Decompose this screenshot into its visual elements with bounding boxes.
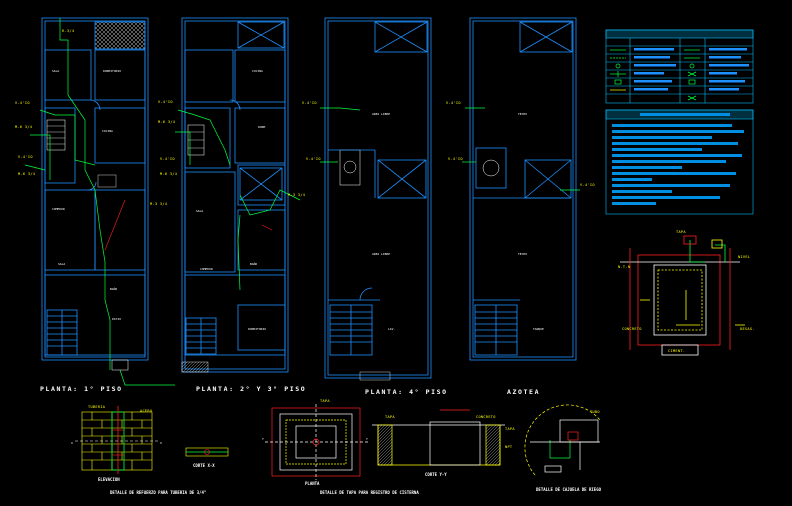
detail-title-cut-yy: CORTE Y-Y [425, 472, 447, 477]
svg-text:TUBERIA: TUBERIA [88, 405, 106, 409]
svg-text:TUBO: TUBO [590, 410, 600, 414]
svg-text:R-3/4: R-3/4 [62, 29, 74, 33]
floor-plan-4 [324, 17, 432, 381]
svg-text:V-4'IO: V-4'IO [580, 183, 595, 187]
svg-text:CIMENT.: CIMENT. [668, 349, 685, 353]
water-pipes-floor-1 [24, 18, 175, 386]
svg-text:TAPA: TAPA [676, 230, 686, 234]
annotations-floor-2: V-4'IO M-6 3/4 V-4'IO M-6 3/4 M-3 3/4 CO… [158, 69, 305, 331]
svg-text:AREA LIBRE: AREA LIBRE [372, 252, 390, 256]
floor-plan-2 [181, 17, 289, 373]
svg-text:TAPA: TAPA [505, 427, 515, 431]
svg-text:COCINA: COCINA [102, 129, 113, 133]
cistern-lid-plan [265, 404, 368, 480]
detail-title-box: DETALLE DE CAJUELA DE RIEGO [536, 487, 602, 492]
plan-title-floor4: PLANTA: 4° PISO [365, 388, 448, 396]
detail-title-pipe: DETALLE DE REFUERZO PARA TUBERIA DE 3/4" [110, 490, 206, 495]
svg-text:COMEDOR: COMEDOR [200, 267, 213, 271]
svg-text:V-4'IO: V-4'IO [18, 155, 33, 159]
svg-text:DORMITORIO: DORMITORIO [248, 327, 266, 331]
svg-text:DESAG.: DESAG. [740, 327, 755, 331]
svg-text:NIVEL: NIVEL [738, 255, 750, 259]
svg-text:V-4'IO: V-4'IO [158, 100, 173, 104]
legend-table [605, 29, 754, 104]
svg-text:M-6 3/4: M-6 3/4 [158, 120, 175, 124]
svg-text:SALA: SALA [58, 262, 65, 266]
svg-text:TECHO: TECHO [518, 112, 527, 116]
svg-text:BAÑO: BAÑO [250, 261, 257, 266]
legend-text-bars [634, 48, 749, 91]
roof-plan [469, 17, 577, 361]
svg-text:TAPA: TAPA [385, 415, 395, 419]
irrigation-box-detail [524, 404, 601, 476]
detail-title-plan: PLANTA [305, 481, 320, 486]
annotations-floor-4: V-4'IO V-4'IO AREA LIBRE AREA LIBRE LAV. [302, 101, 395, 331]
svg-text:V-4'IO: V-4'IO [160, 157, 175, 161]
plan-title-floor2: PLANTA: 2° Y 3° PISO [196, 385, 306, 393]
svg-text:V-4'IO: V-4'IO [302, 101, 317, 105]
svg-text:BAÑO: BAÑO [110, 286, 117, 291]
water-pipes-floor-4 [320, 107, 361, 163]
svg-text:V-4'IO: V-4'IO [306, 157, 321, 161]
section-mark-y-left: Y [262, 437, 264, 441]
svg-text:SALA: SALA [52, 69, 59, 73]
svg-text:V-4'IO: V-4'IO [15, 101, 30, 105]
svg-text:M-6 3/4: M-6 3/4 [15, 125, 32, 129]
svg-text:V-4'IO: V-4'IO [446, 101, 461, 105]
detail-title-elevation: ELEVACION [98, 477, 120, 482]
svg-text:M-6 3/4: M-6 3/4 [18, 172, 35, 176]
svg-text:TANQUE: TANQUE [533, 327, 544, 331]
annotations-roof: V-4'IO V-4'IO V-4'IO TECHO TECHO TANQUE [446, 101, 595, 331]
cistern-annotations: TAPA N.T.N NIVEL DESAG. CONCRETO CIMENT. [618, 230, 755, 353]
svg-text:V-4'IO: V-4'IO [448, 157, 463, 161]
svg-text:M-3 3/4: M-3 3/4 [288, 193, 305, 197]
svg-text:SALA: SALA [196, 209, 203, 213]
svg-text:CONCRETO: CONCRETO [622, 327, 642, 331]
svg-text:COMEDOR: COMEDOR [52, 207, 65, 211]
svg-text:DORMITORIO: DORMITORIO [103, 69, 121, 73]
svg-text:COCINA: COCINA [252, 69, 263, 73]
svg-text:M-6 3/4: M-6 3/4 [160, 172, 177, 176]
water-pipes-floor-2 [175, 109, 301, 291]
plan-title-roof: AZOTEA [507, 388, 540, 396]
section-mark-x-right: X [160, 441, 162, 445]
detail-title-cistern: DETALLE DE TAPA PARA REGISTRO DE CISTERN… [320, 490, 419, 495]
section-mark-y-right: Y [366, 437, 368, 441]
svg-text:TAPA: TAPA [320, 399, 330, 403]
svg-text:PATIO: PATIO [112, 317, 121, 321]
cut-yy-detail [372, 409, 505, 466]
svg-text:TECHO: TECHO [518, 252, 527, 256]
brick-wall-elevation [75, 406, 160, 474]
specs-text-bars [612, 113, 744, 205]
detail-title-cut-xx: CORTE X-X [193, 463, 215, 468]
svg-text:DORM: DORM [258, 125, 265, 129]
cistern-section-detail [620, 235, 745, 356]
svg-text:ACERO: ACERO [140, 409, 152, 413]
annotations-floor-1: V-4'IO M-6 3/4 V-4'IO M-6 3/4 M-3 3/4 R-… [15, 29, 167, 321]
svg-text:AREA LIBRE: AREA LIBRE [372, 112, 390, 116]
svg-text:N.T.N: N.T.N [618, 265, 630, 269]
legend-symbols [610, 49, 700, 101]
svg-text:CONCRETO: CONCRETO [476, 415, 496, 419]
cut-xx-detail [185, 447, 229, 457]
section-mark-x-left: X [71, 441, 73, 445]
svg-text:NPT: NPT [505, 445, 513, 449]
plan-title-floor1: PLANTA: 1° PISO [40, 385, 123, 393]
water-pipes-roof [462, 107, 580, 191]
svg-text:M-3 3/4: M-3 3/4 [150, 202, 167, 206]
svg-text:LAV.: LAV. [388, 327, 395, 331]
floor-plan-1 [41, 17, 149, 361]
